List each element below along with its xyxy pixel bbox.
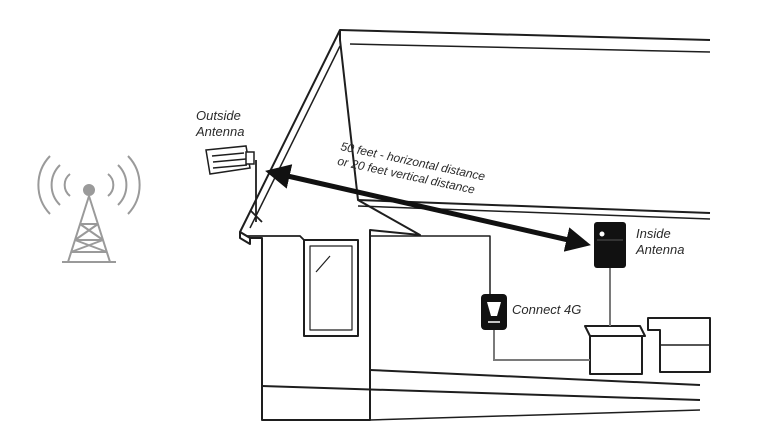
signal-booster-icon bbox=[481, 294, 507, 330]
cell-tower-icon bbox=[37, 155, 141, 263]
booster-label: Connect 4G bbox=[512, 302, 581, 317]
house-outline bbox=[239, 29, 711, 421]
directional-antenna-icon bbox=[205, 145, 255, 175]
inside-antenna-label: Inside Antenna bbox=[635, 226, 684, 257]
outside-antenna-label: Outside Antenna bbox=[195, 108, 244, 139]
distance-arrow bbox=[265, 164, 591, 252]
panel-antenna-icon bbox=[594, 222, 626, 268]
interior-cables bbox=[493, 268, 611, 361]
